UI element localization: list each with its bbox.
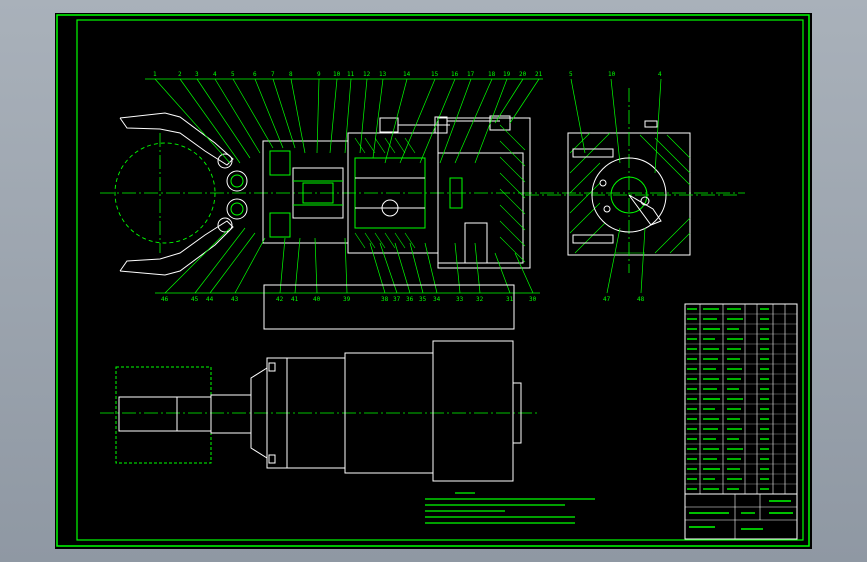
callout-label: 17 — [467, 71, 475, 78]
outer-frame — [56, 14, 810, 547]
callout-label: 5 — [231, 71, 235, 78]
callout-label: 43 — [231, 296, 239, 303]
callout-label: 41 — [291, 296, 299, 303]
callout-label: 2 — [178, 71, 182, 78]
assembly-drawing: 1 2 3 4 5 6 7 8 9 10 11 12 13 14 15 16 1… — [56, 14, 810, 547]
callout-label: 48 — [637, 296, 645, 303]
callout-label: 12 — [363, 71, 371, 78]
callout-label: 13 — [379, 71, 387, 78]
callout-label: 39 — [343, 296, 351, 303]
callout-label: 14 — [403, 71, 411, 78]
callout-label: 16 — [451, 71, 459, 78]
callout-label: 31 — [506, 296, 514, 303]
callout-label: 32 — [476, 296, 484, 303]
callout-label: 21 — [535, 71, 543, 78]
callouts-bottom: 46 45 44 43 42 41 40 39 38 37 36 35 34 3… — [161, 296, 537, 303]
callout-label: 40 — [313, 296, 321, 303]
inner-frame — [76, 19, 804, 541]
parts-list-table — [684, 303, 798, 540]
callout-label: 45 — [191, 296, 199, 303]
callout-label: 36 — [406, 296, 414, 303]
cad-viewport[interactable]: 1 2 3 4 5 6 7 8 9 10 11 12 13 14 15 16 1… — [55, 13, 812, 549]
callout-label: 10 — [333, 71, 341, 78]
callout-label: 37 — [393, 296, 401, 303]
callout-label: 46 — [161, 296, 169, 303]
callout-label: 19 — [503, 71, 511, 78]
callout-label: 33 — [456, 296, 464, 303]
callouts-top: 1 2 3 4 5 6 7 8 9 10 11 12 13 14 15 16 1… — [153, 71, 543, 78]
callout-label: 30 — [529, 296, 537, 303]
workpiece-circle — [114, 142, 216, 244]
callout-label: 3 — [195, 71, 199, 78]
callout-label: 47 — [603, 296, 611, 303]
section-view: 5 10 4 47 48 — [525, 71, 740, 303]
callout-label: 5 — [569, 71, 573, 78]
plan-view — [100, 340, 537, 482]
callout-label: 4 — [658, 71, 662, 78]
callout-label: 11 — [347, 71, 355, 78]
callout-label: 7 — [271, 71, 275, 78]
callout-label: 42 — [276, 296, 284, 303]
gripper-section-view — [100, 78, 745, 330]
callout-label: 38 — [381, 296, 389, 303]
callout-label: 15 — [431, 71, 439, 78]
callout-label: 34 — [433, 296, 441, 303]
callout-label: 4 — [213, 71, 217, 78]
technical-notes — [425, 492, 595, 524]
callout-label: 9 — [317, 71, 321, 78]
callout-label: 35 — [419, 296, 427, 303]
callout-label: 20 — [519, 71, 527, 78]
callout-label: 18 — [488, 71, 496, 78]
callout-label: 44 — [206, 296, 214, 303]
callout-label: 8 — [289, 71, 293, 78]
callout-label: 6 — [253, 71, 257, 78]
title-block — [685, 493, 797, 539]
callout-label: 1 — [153, 71, 157, 78]
callout-label: 10 — [608, 71, 616, 78]
